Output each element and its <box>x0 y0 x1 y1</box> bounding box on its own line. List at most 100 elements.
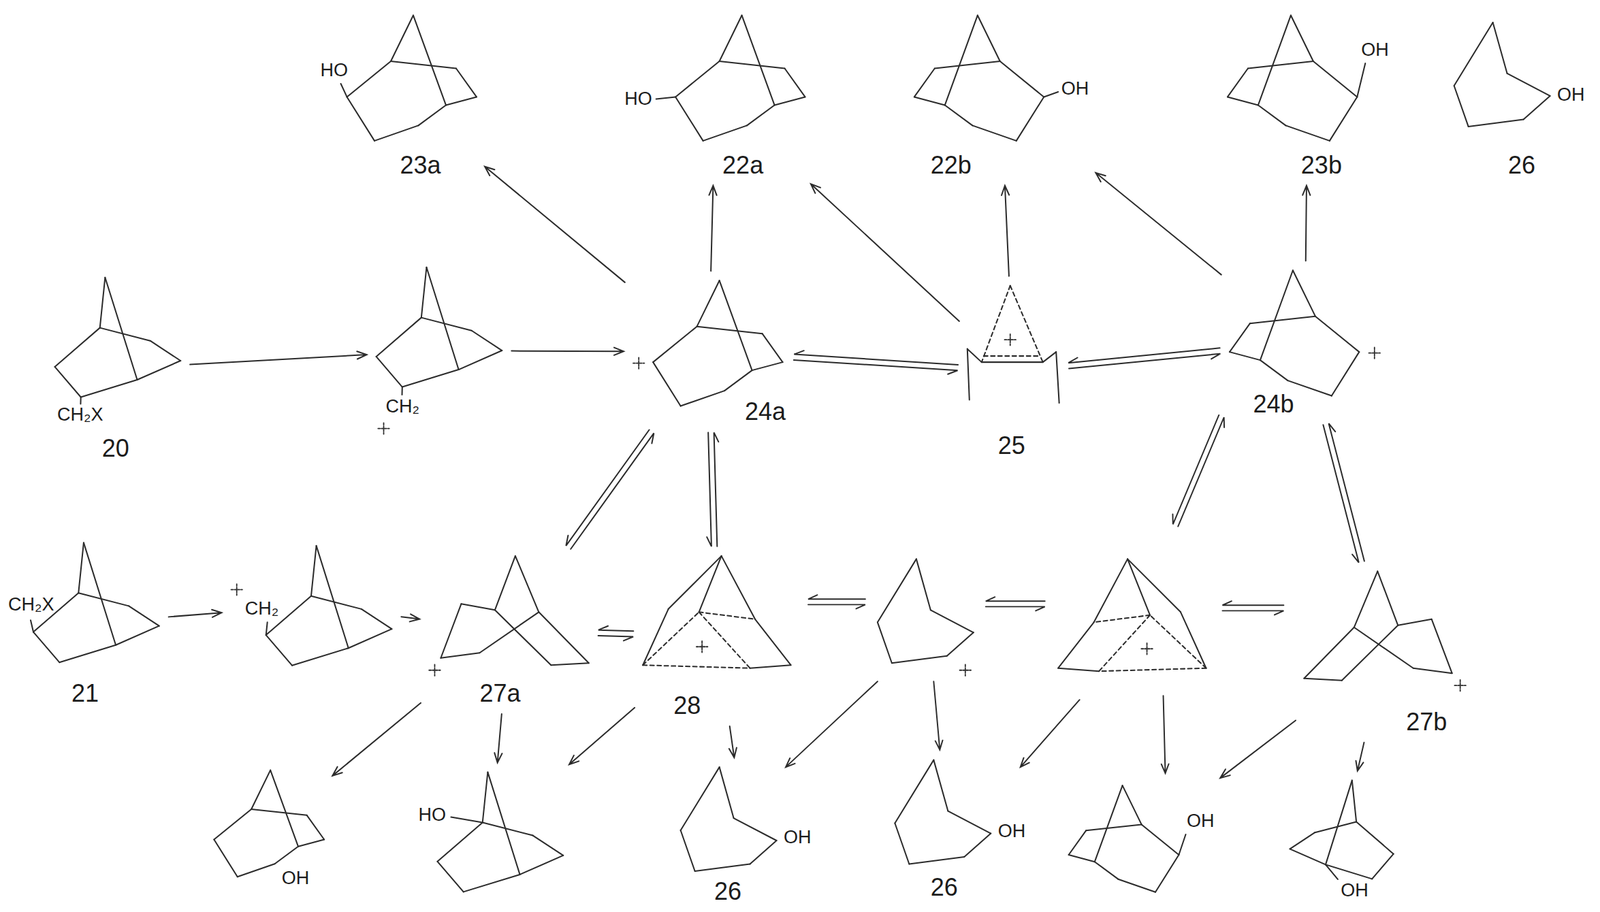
compound-structure: OH26 <box>890 756 1029 903</box>
partial-bond <box>699 612 756 619</box>
bond-line <box>1155 855 1179 893</box>
bond-line <box>275 846 299 864</box>
structure-skeleton <box>1058 558 1206 672</box>
compound-structure: OH <box>209 766 329 891</box>
bond-line <box>1094 558 1128 623</box>
bond-line <box>1058 668 1099 672</box>
bond-line <box>724 370 752 391</box>
structure-skeleton <box>376 267 503 435</box>
bond-line <box>1493 22 1508 74</box>
bond-line <box>54 328 100 367</box>
bond-line <box>458 350 503 370</box>
bond-line <box>128 605 160 626</box>
bond-line <box>390 61 457 69</box>
bond-line <box>680 830 696 872</box>
substituent-label: OH <box>281 869 310 888</box>
bond-line <box>550 663 589 666</box>
substituent-bond <box>1043 91 1059 97</box>
partial-bond <box>983 355 1042 357</box>
reaction-arrow <box>793 350 958 375</box>
bond-line <box>150 341 182 361</box>
reaction-arrow <box>484 166 626 283</box>
structure-skeleton <box>1454 22 1551 127</box>
structure-skeleton <box>656 15 806 141</box>
reaction-arrow <box>785 681 878 768</box>
reaction-arrow <box>1095 172 1221 276</box>
compound-structure: OH26 <box>1450 18 1588 181</box>
compound-number: 24b <box>1252 392 1294 417</box>
bond-line <box>390 15 414 62</box>
reaction-arrow <box>810 183 960 322</box>
bond-line <box>1325 864 1372 879</box>
bond-line <box>437 861 464 893</box>
structure-skeleton <box>54 277 181 405</box>
substituent-bond <box>341 83 348 97</box>
bond-line <box>1229 323 1251 352</box>
compound-number: 28 <box>673 693 701 719</box>
bond-line <box>237 864 276 877</box>
structure-skeleton <box>1068 785 1187 893</box>
bond-line <box>934 61 1001 69</box>
compound-number: 22a <box>722 153 764 178</box>
compound-structure: OH23b <box>1223 10 1392 180</box>
reaction-arrow <box>565 430 654 550</box>
bond-line <box>891 656 948 664</box>
bond-line <box>538 612 589 664</box>
bond-line <box>1287 380 1332 396</box>
partial-bond <box>1010 285 1044 363</box>
bond-line <box>1127 558 1181 613</box>
bond-line <box>697 326 763 334</box>
bond-line <box>1260 360 1288 381</box>
bond-line <box>100 328 151 342</box>
bond-line <box>1413 668 1453 674</box>
structure-skeleton <box>894 760 991 865</box>
bond-line <box>680 390 725 406</box>
bond-line <box>213 809 252 841</box>
partial-bond <box>1098 615 1150 672</box>
bond-line <box>1285 125 1330 141</box>
bond-line <box>1141 824 1180 856</box>
bond-line <box>1507 73 1551 96</box>
bond-line <box>680 767 720 831</box>
bond-line <box>914 96 946 105</box>
substituent-label: HO <box>418 806 446 825</box>
bond-line <box>78 542 84 594</box>
bond-line <box>456 68 477 97</box>
bond-line <box>964 834 991 858</box>
bond-line <box>1085 824 1142 831</box>
bond-line <box>699 556 722 613</box>
bond-line <box>494 610 551 666</box>
reaction-arrows <box>785 415 1284 774</box>
bond-line <box>1325 780 1353 866</box>
bond-line <box>482 772 489 824</box>
structure-skeleton <box>1227 15 1366 141</box>
compound-structure: OH26 <box>676 763 815 907</box>
bond-line <box>402 369 459 387</box>
bond-line <box>460 603 495 611</box>
bond-line <box>774 96 806 105</box>
bond-line <box>746 104 775 126</box>
bond-line <box>292 648 349 666</box>
compound-number: 27a <box>479 681 521 707</box>
bond-line <box>967 349 982 363</box>
bond-line <box>1016 96 1044 141</box>
bond-line <box>752 362 783 371</box>
bond-line <box>719 280 753 371</box>
cation-charge <box>377 422 389 434</box>
bond-line <box>675 61 719 97</box>
substituent-label: OH <box>1340 881 1369 901</box>
bond-line <box>668 556 722 610</box>
bond-line <box>947 632 974 656</box>
bond-line <box>1043 352 1056 363</box>
bond-line <box>78 593 129 606</box>
bond-line <box>972 125 1016 141</box>
reaction-arrow <box>1222 601 1284 615</box>
bond-line <box>376 317 422 357</box>
compound-structure: OH <box>1064 781 1218 897</box>
cation-charge <box>1141 643 1152 655</box>
structure-skeleton <box>213 770 325 878</box>
bond-line <box>54 366 81 398</box>
reaction-arrow <box>569 708 635 766</box>
